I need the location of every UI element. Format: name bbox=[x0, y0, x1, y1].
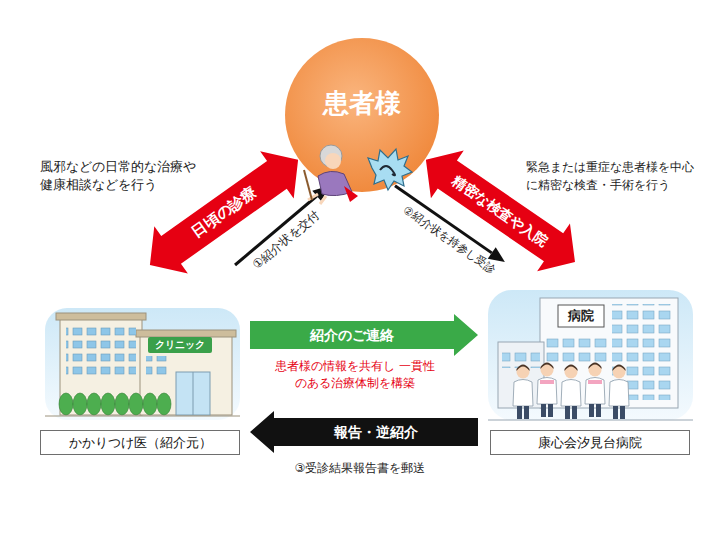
hospital-sign bbox=[558, 305, 604, 327]
clinic-windows bbox=[66, 324, 136, 376]
staff bbox=[513, 363, 629, 420]
clinic-door bbox=[176, 372, 210, 415]
edge-label: ①紹介状を交付 bbox=[250, 208, 323, 272]
edge-label: 紹介のご連絡 bbox=[310, 327, 394, 344]
clinic-building bbox=[140, 335, 232, 415]
note-text: ③受診結果報告書を郵送 bbox=[255, 460, 465, 476]
sky bbox=[45, 308, 240, 420]
pain-mark bbox=[380, 166, 395, 175]
edge-label: 日頃の診療 bbox=[188, 183, 260, 241]
note-text: 緊急または重症な患者様を中心 に精密な検査・手術を行う bbox=[526, 158, 702, 194]
arrow-head bbox=[312, 186, 329, 202]
hospital-node: 康心会汐見台病院 bbox=[478, 262, 702, 455]
hospital-windows bbox=[546, 334, 608, 364]
speech-bubble bbox=[368, 149, 412, 190]
block-arrow bbox=[250, 314, 478, 356]
clinic-wing bbox=[60, 318, 142, 415]
injury-mark bbox=[344, 186, 358, 202]
note-text: 風邪などの日常的な治療や 健康相談などを行う bbox=[40, 158, 204, 194]
contact-arrow bbox=[250, 314, 478, 356]
clinic-node: かかりつけ医（紹介元） bbox=[30, 265, 250, 455]
hospital-building bbox=[540, 298, 678, 408]
door-line bbox=[193, 372, 194, 415]
clinic-windows bbox=[146, 356, 170, 376]
ground bbox=[45, 416, 240, 417]
clinic-roof bbox=[136, 330, 236, 337]
ground bbox=[488, 420, 693, 421]
patient-circle-fill bbox=[285, 38, 439, 192]
node-label: 康心会汐見台病院 bbox=[490, 430, 690, 455]
edge-label: ②紹介状を持参し受診 bbox=[400, 203, 497, 276]
node-title: 患者様 bbox=[284, 87, 440, 119]
note-text: 患者様の情報を共有し 一貫性のある治療体制を構築 bbox=[270, 358, 440, 392]
sign-text: クリニック bbox=[148, 337, 212, 353]
grandma-body bbox=[318, 171, 352, 195]
cane bbox=[304, 170, 312, 200]
sky bbox=[488, 290, 693, 420]
hospital-windows bbox=[502, 348, 540, 368]
node-label: かかりつけ医（紹介元） bbox=[40, 430, 240, 455]
report-arrow bbox=[250, 411, 478, 453]
patient-circle: 患者様 bbox=[284, 37, 440, 193]
hospital-wing bbox=[498, 342, 544, 408]
hedge bbox=[59, 393, 171, 415]
sign-text: 病院 bbox=[558, 305, 604, 327]
block-arrow bbox=[250, 411, 478, 453]
grandma-face bbox=[325, 153, 341, 169]
grandma-legs bbox=[308, 194, 326, 204]
grandma-hair bbox=[320, 145, 342, 167]
edge-label: 報告・逆紹介 bbox=[334, 424, 418, 441]
clinic-roof bbox=[56, 313, 146, 320]
hospital-windows bbox=[612, 304, 674, 400]
clinic-sign bbox=[148, 337, 212, 353]
